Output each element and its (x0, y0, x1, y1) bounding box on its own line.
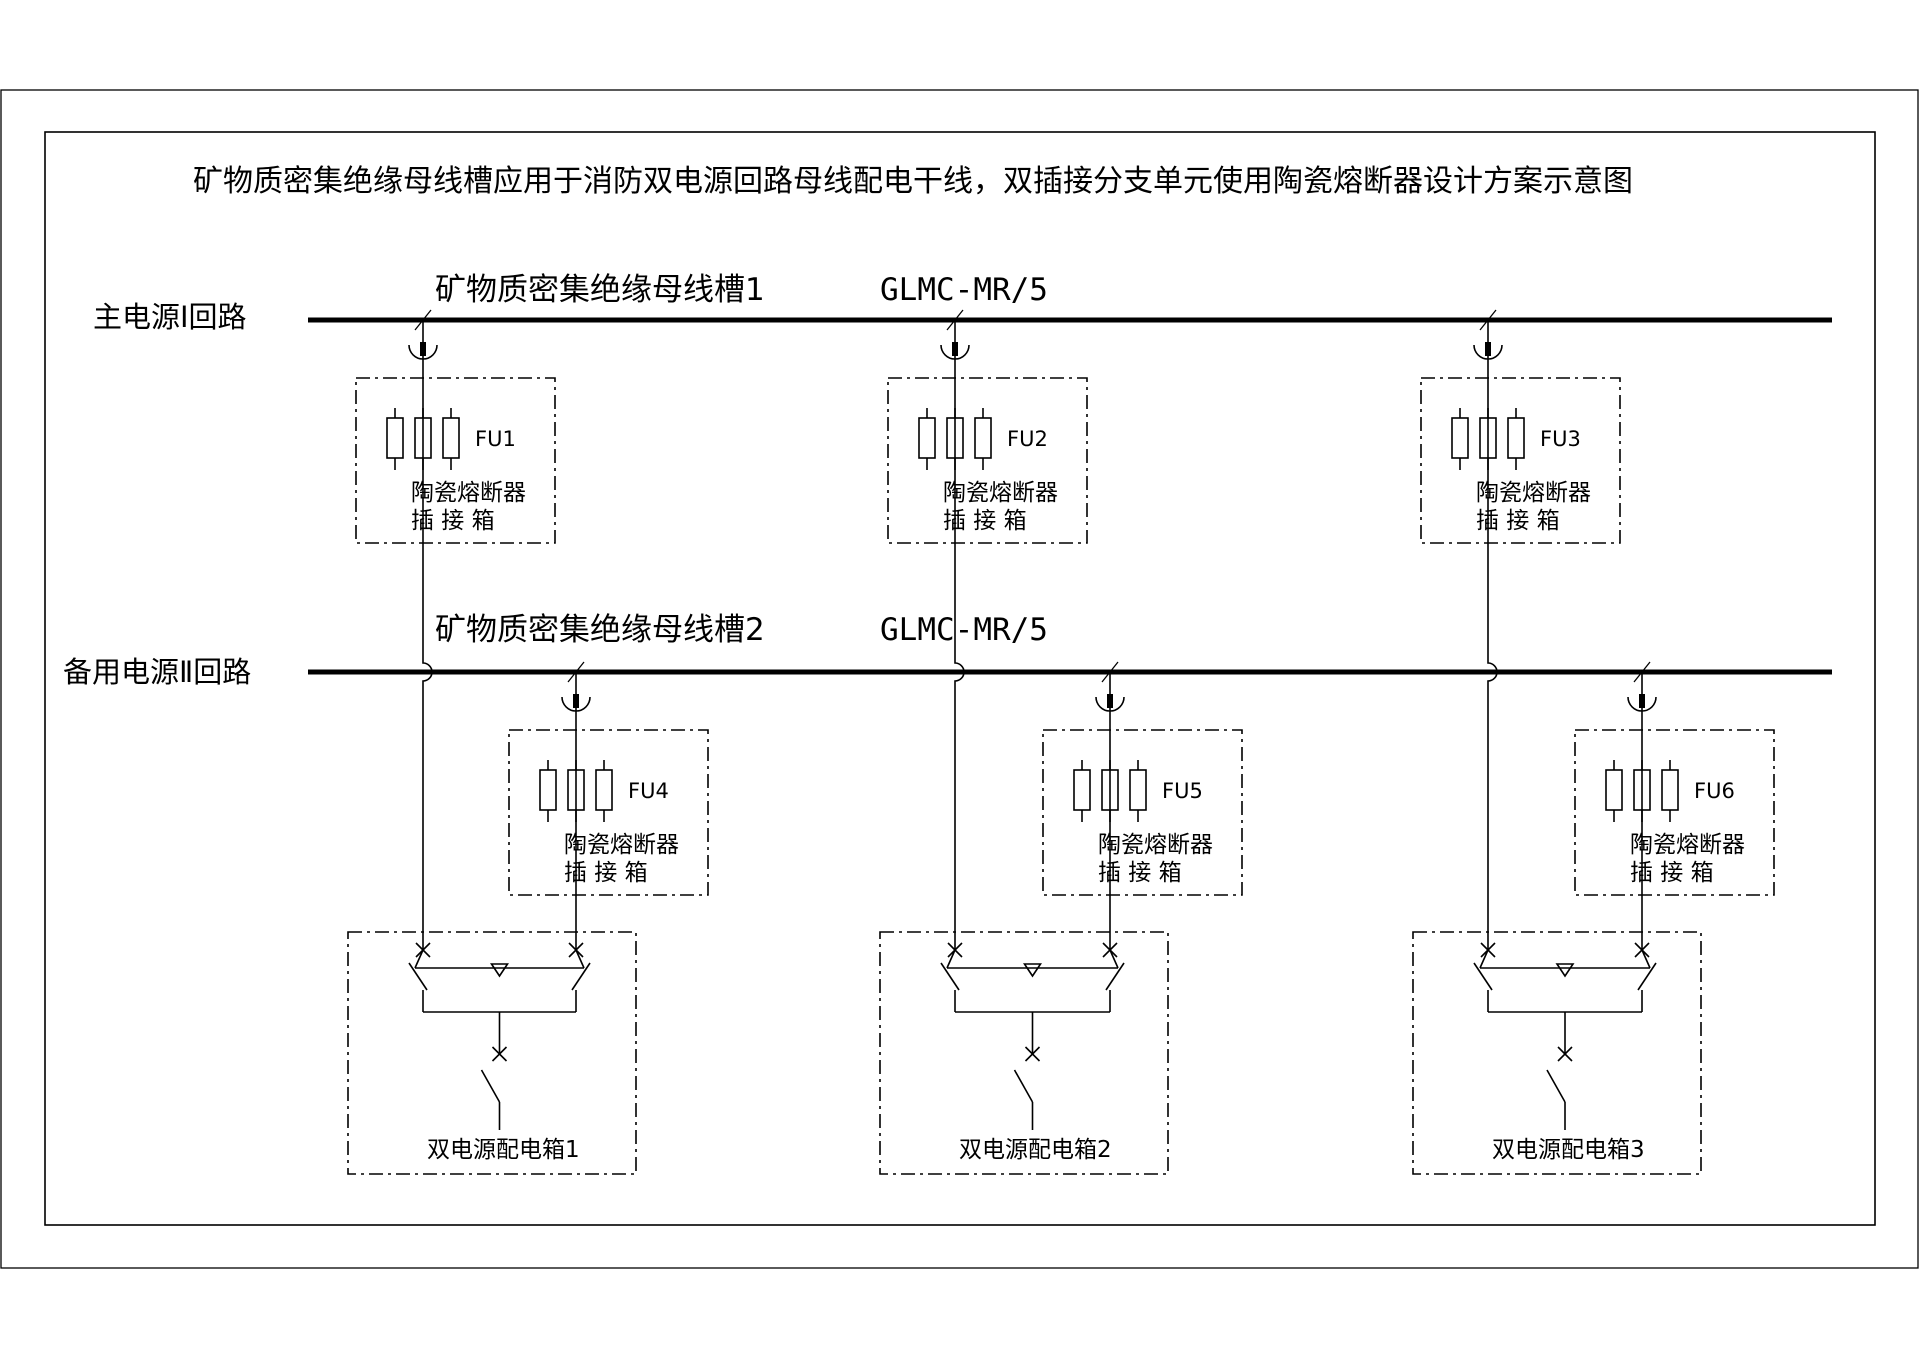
fuse-icon (595, 769, 613, 811)
switch-blade-left (946, 949, 956, 969)
switch-blade-left (1473, 962, 1493, 991)
distribution-box-frame (347, 931, 637, 1175)
fuse-icon (1605, 769, 1623, 811)
fuse-label: FU6 (1694, 779, 1735, 803)
fuse-label: FU2 (1007, 427, 1048, 451)
plug-box-type: 插 接 箱 (1630, 860, 1714, 886)
fuse-icon (1661, 769, 1679, 811)
fuse-icon (539, 769, 557, 811)
breaker-x-icon (491, 1046, 508, 1062)
plug-box-type: 插 接 箱 (1476, 508, 1560, 534)
bus2-busway-label: 矿物质密集绝缘母线槽2 (435, 612, 765, 648)
switch-blade-left (1479, 949, 1489, 969)
switch-blade-right (575, 949, 585, 969)
switch-blade-right (1109, 949, 1119, 969)
plug-contact-block (1107, 694, 1113, 708)
distribution-box-frame (879, 931, 1169, 1175)
fuse-label: FU1 (475, 427, 516, 451)
feeder-1-main (422, 356, 433, 950)
fuse-icon (386, 417, 404, 459)
switch-blade-right (1637, 962, 1657, 991)
switch-blade-right (571, 962, 591, 991)
plug-contact-block (952, 342, 958, 356)
feeder-3-main (1487, 356, 1498, 950)
feeder-2-main (954, 356, 965, 950)
diagram-title: 矿物质密集绝缘母线槽应用于消防双电源回路母线配电干线，双插接分支单元使用陶瓷熔断… (193, 164, 1633, 199)
bus2-model-label: GLMC-MR/5 (880, 612, 1048, 648)
outer-frame (0, 89, 1919, 1269)
plug-box-type: 插 接 箱 (1098, 860, 1182, 886)
plug-contact-block (573, 694, 579, 708)
fuse-icon (974, 417, 992, 459)
plug-box-type: 插 接 箱 (564, 860, 648, 886)
fuse-icon (1129, 769, 1147, 811)
fuse-icon (918, 417, 936, 459)
bus1-model-label: GLMC-MR/5 (880, 272, 1048, 308)
plug-box-frame (508, 729, 709, 896)
switch-blade-right (1641, 949, 1651, 969)
bus1-busway-label: 矿物质密集绝缘母线槽1 (435, 272, 765, 308)
distribution-box-3: 双电源配电箱3 (1412, 931, 1702, 1175)
plug-contact-block (1639, 694, 1645, 708)
plug-box-frame (1420, 377, 1621, 544)
plug-box-name: 陶瓷熔断器 (564, 832, 679, 858)
distribution-box-1: 双电源配电箱1 (347, 931, 637, 1175)
inner-frame (44, 131, 1876, 1226)
fuse-label: FU4 (628, 779, 669, 803)
switch-blade-right (1105, 962, 1125, 991)
outgoing-switch-blade (1546, 1069, 1566, 1103)
plug-box-frame (1042, 729, 1243, 896)
switch-blade-left (408, 962, 428, 991)
plug-box-frame (355, 377, 556, 544)
switch-blade-left (414, 949, 424, 969)
plug-contact-block (420, 342, 426, 356)
breaker-x-icon (1557, 1046, 1573, 1062)
plug-box-name: 陶瓷熔断器 (1098, 832, 1213, 858)
ats-triangle-icon (1555, 963, 1575, 978)
fuse-label: FU5 (1162, 779, 1203, 803)
fuse-icon (1451, 417, 1469, 459)
fuse-icon (1073, 769, 1091, 811)
outgoing-switch-blade (480, 1069, 501, 1103)
switch-blade-left (940, 962, 960, 991)
outgoing-switch-blade (1013, 1069, 1034, 1103)
fuse-icon (442, 417, 460, 459)
plug-box-frame (887, 377, 1088, 544)
bus1-circuit-label: 主电源Ⅰ回路 (93, 300, 247, 334)
plug-box-type: 插 接 箱 (943, 508, 1027, 534)
plug-box-name: 陶瓷熔断器 (943, 480, 1058, 506)
ats-triangle-icon (490, 963, 509, 978)
fuse-icon (1507, 417, 1525, 459)
breaker-x-icon (1024, 1046, 1041, 1062)
plug-box-type: 插 接 箱 (411, 508, 495, 534)
plug-contact-block (1485, 342, 1491, 356)
distribution-box-label: 双电源配电箱1 (427, 1137, 580, 1163)
distribution-box-label: 双电源配电箱2 (959, 1137, 1112, 1163)
distribution-box-2: 双电源配电箱2 (879, 931, 1169, 1175)
distribution-box-frame (1412, 931, 1702, 1175)
bus2-circuit-label: 备用电源Ⅱ回路 (63, 655, 251, 689)
plug-box-name: 陶瓷熔断器 (1476, 480, 1591, 506)
distribution-box-label: 双电源配电箱3 (1492, 1137, 1645, 1163)
ats-triangle-icon (1023, 963, 1042, 978)
plug-box-name: 陶瓷熔断器 (411, 480, 526, 506)
fuse-label: FU3 (1540, 427, 1581, 451)
plug-box-name: 陶瓷熔断器 (1630, 832, 1745, 858)
plug-box-frame (1574, 729, 1775, 896)
